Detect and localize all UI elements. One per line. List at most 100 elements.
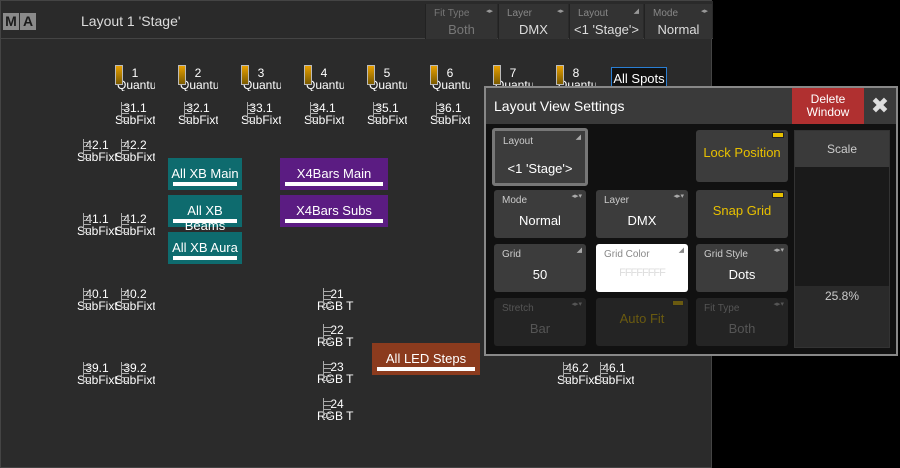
layer-value: DMX: [519, 22, 548, 37]
fixture-quantum-3[interactable]: 3 Quantum: [241, 65, 281, 91]
tile-label: Grid: [502, 249, 521, 260]
fixture-number: 22: [330, 323, 344, 337]
toggle-indicator: [772, 192, 784, 198]
fixture-number: 46.2: [565, 361, 589, 375]
tile-value: Dots: [728, 267, 756, 282]
ma-logo[interactable]: M A: [3, 13, 36, 30]
group-all-xb-aura[interactable]: All XB Aura: [168, 232, 242, 264]
layer-button[interactable]: Layer ◂▸▾ DMX: [596, 190, 688, 238]
bar-fixture-icon: [310, 102, 318, 124]
led-fixture-icon: [323, 324, 331, 346]
arrows-icon: ◂▸▾: [571, 301, 582, 308]
fixture-number: 32.1: [186, 101, 210, 115]
bar-fixture-icon: [600, 362, 608, 384]
layout-view-settings-dialog[interactable]: Layout View Settings Delete Window ✖ Lay…: [484, 86, 898, 356]
group-all-xb-main[interactable]: All XB Main: [168, 158, 242, 190]
subfixture-42-1[interactable]: 42.1 SubFixture: [77, 139, 117, 163]
subfixture-41-2[interactable]: 41.2 SubFixture: [115, 213, 155, 237]
fixture-number: 42.2: [123, 138, 147, 152]
fixture-rgb-21[interactable]: 21 RGB T: [317, 288, 357, 312]
edit-icon: ◢: [575, 134, 581, 141]
spot-fixture-icon: [304, 65, 312, 85]
subfixture-42-2[interactable]: 42.2 SubFixture: [115, 139, 155, 163]
spot-fixture-icon: [493, 65, 501, 85]
mode-button[interactable]: Mode ◂▸▾ Normal: [494, 190, 586, 238]
fixture-name: Quantum: [369, 79, 407, 91]
group-all-led-steps[interactable]: All LED Steps: [372, 343, 480, 375]
bar-fixture-icon: [121, 288, 129, 310]
group-bar: [285, 182, 383, 186]
subfixture-46-2[interactable]: 46.2 SubFixture: [557, 362, 597, 386]
scale-value: 25.8%: [795, 286, 889, 306]
header-fit-type-button[interactable]: Fit Type ◂▸ Both: [425, 4, 497, 39]
scale-fader[interactable]: Scale 25.8%: [794, 130, 890, 348]
auto-fit-toggle[interactable]: Auto Fit: [596, 298, 688, 346]
header-layout-button[interactable]: Layout ◢ <1 'Stage'>: [569, 4, 643, 39]
fixture-rgb-24[interactable]: 24 RGB T: [317, 398, 357, 422]
fixture-rgb-22[interactable]: 22 RGB T: [317, 324, 357, 348]
layout-select-button[interactable]: Layout ◢ <1 'Stage'>: [492, 128, 588, 186]
fixture-quantum-5[interactable]: 5 Quantum: [367, 65, 407, 91]
fixture-quantum-1[interactable]: 1 Quantum: [115, 65, 155, 91]
fit-type-button[interactable]: Fit Type ◂▸▾ Both: [696, 298, 788, 346]
mode-value: Normal: [657, 22, 700, 37]
subfixture-40-2[interactable]: 40.2 SubFixture: [115, 288, 155, 312]
subfixture-46-1[interactable]: 46.1 SubFixture: [594, 362, 634, 386]
bar-fixture-icon: [563, 362, 571, 384]
fixture-number: 21: [330, 287, 344, 301]
subfixture-41-1[interactable]: 41.1 SubFixture: [77, 213, 117, 237]
bar-fixture-icon: [184, 102, 192, 124]
logo-letter-a: A: [20, 13, 36, 30]
subfixture-39-1[interactable]: 39.1 SubFixture: [77, 362, 117, 386]
group-bar: [285, 219, 383, 223]
led-fixture-icon: [323, 288, 331, 310]
fixture-number: 2: [194, 66, 202, 80]
subfixture-36-1[interactable]: 36.1 SubFixture: [430, 102, 470, 126]
tile-value: Both: [728, 321, 756, 336]
spot-fixture-icon: [241, 65, 249, 85]
subfixture-33-1[interactable]: 33.1 SubFixture: [241, 102, 281, 126]
tile-label: Snap Grid: [712, 203, 772, 218]
layout-label: Layout: [578, 8, 609, 19]
fixture-quantum-6[interactable]: 6 Quantum: [430, 65, 470, 91]
subfixture-32-1[interactable]: 32.1 SubFixture: [178, 102, 218, 126]
bar-fixture-icon: [83, 139, 91, 161]
header-layer-button[interactable]: Layer ◂▸ DMX: [498, 4, 568, 39]
fixture-quantum-4[interactable]: 4 Quantum: [304, 65, 344, 91]
tile-value: DMX: [627, 213, 657, 228]
tile-label: Mode: [502, 195, 528, 206]
group-bar: [173, 219, 237, 223]
group-all-xb-beams[interactable]: All XB Beams: [168, 195, 242, 233]
logo-letter-m: M: [3, 13, 19, 30]
subfixture-35-1[interactable]: 35.1 SubFixture: [367, 102, 407, 126]
fixture-rgb-23[interactable]: 23 RGB T: [317, 361, 357, 385]
header-mode-button[interactable]: Mode ◂▸ Normal: [644, 4, 712, 39]
lock-position-toggle[interactable]: Lock Position: [696, 130, 788, 182]
tile-label: Grid Color: [604, 249, 650, 260]
fixture-number: 8: [572, 66, 580, 80]
close-icon[interactable]: ✖: [864, 88, 896, 124]
fit-type-label: Fit Type: [434, 8, 470, 19]
subfixture-34-1[interactable]: 34.1 SubFixture: [304, 102, 344, 126]
group-label: All XB Beams: [184, 203, 226, 233]
subfixture-39-2[interactable]: 39.2 SubFixture: [115, 362, 155, 386]
snap-grid-toggle[interactable]: Snap Grid: [696, 190, 788, 238]
fixture-quantum-2[interactable]: 2 Quantum: [178, 65, 218, 91]
fixture-number: 36.1: [438, 101, 462, 115]
dialog-title-bar[interactable]: Layout View Settings: [486, 88, 792, 124]
fixture-number: 46.1: [602, 361, 626, 375]
mode-label: Mode: [653, 8, 679, 19]
group-x4bars-subs[interactable]: X4Bars Subs: [280, 195, 388, 227]
fixture-number: 5: [383, 66, 391, 80]
fixture-name: Quantum: [243, 79, 281, 91]
delete-window-button[interactable]: Delete Window: [792, 88, 864, 124]
edit-icon: ◢: [633, 8, 639, 15]
grid-style-button[interactable]: Grid Style ◂▸▾ Dots: [696, 244, 788, 292]
subfixture-40-1[interactable]: 40.1 SubFixture: [77, 288, 117, 312]
stretch-button[interactable]: Stretch ◂▸▾ Bar: [494, 298, 586, 346]
group-label: All XB Aura: [172, 240, 238, 255]
grid-color-button[interactable]: Grid Color ◢ FFFFFFFF: [596, 244, 688, 292]
grid-button[interactable]: Grid ◢ 50: [494, 244, 586, 292]
group-x4bars-main[interactable]: X4Bars Main: [280, 158, 388, 190]
subfixture-31-1[interactable]: 31.1 SubFixture: [115, 102, 155, 126]
